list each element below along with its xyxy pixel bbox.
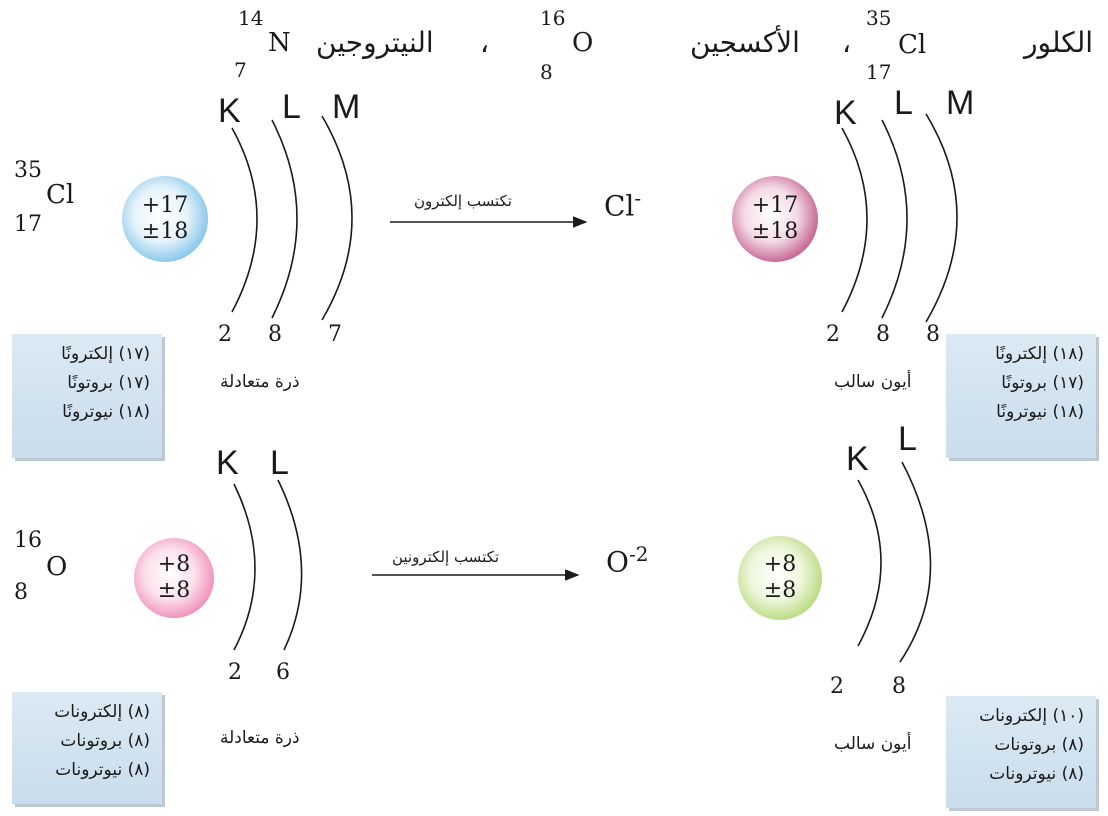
- header-chlorine-mass: 35: [866, 6, 892, 30]
- o-ion-protons: +8: [763, 552, 797, 577]
- cl-ion-shell-k: [841, 127, 868, 313]
- o-atom-neutrons: ±8: [157, 578, 191, 603]
- o-arrow-label: تكتسب إلكترونين: [392, 548, 500, 566]
- o-ion-shell-l: [899, 461, 932, 663]
- header-nitrogen-mass: 14: [238, 6, 264, 30]
- cl-ion-formula-charge: -: [634, 186, 642, 210]
- cl-atom-info-electrons: (١٧) إلكترونًا: [61, 344, 150, 364]
- o-atom-symbol: O: [46, 552, 68, 582]
- cl-atom-electrons-k: 2: [218, 322, 232, 347]
- header-oxygen-number: 8: [540, 60, 553, 84]
- cl-atom-number: 17: [14, 212, 42, 237]
- header-oxygen-name: الأكسجين: [690, 26, 800, 59]
- o-atom-electrons-k: 2: [228, 660, 242, 685]
- cl-atom-electrons-l: 8: [268, 322, 282, 347]
- o-atom-caption: ذرة متعادلة: [220, 728, 300, 748]
- cl-ion-electrons-l: 8: [876, 322, 890, 347]
- cl-ion-info-box: (١٨) إلكترونًا (١٧) بروتونًا (١٨) نيوترو…: [946, 334, 1096, 458]
- cl-atom-shell-label-l: L: [282, 88, 301, 126]
- cl-ion-electrons-k: 2: [826, 322, 840, 347]
- o-ion-caption: أيون سالب: [834, 734, 912, 754]
- o-atom-info-protons: (٨) بروتونات: [60, 731, 150, 751]
- cl-ion-info-protons: (١٧) بروتونًا: [1001, 373, 1084, 393]
- o-atom-shell-k: [233, 483, 256, 651]
- cl-atom-shell-label-m: M: [332, 88, 361, 126]
- cl-atom-shell-label-k: K: [218, 92, 241, 130]
- o-ion-nucleus: +8 ±8: [738, 536, 822, 620]
- o-atom-protons: +8: [157, 552, 191, 577]
- cl-ion-shell-label-k: K: [834, 94, 857, 132]
- o-ion-formula: O-2: [606, 542, 648, 578]
- o-atom-info-electrons: (٨) إلكترونات: [54, 702, 150, 722]
- cl-arrow-label: تكتسب إلكترون: [414, 192, 512, 210]
- cl-ion-shell-label-m: M: [946, 84, 975, 122]
- o-ion-shell-k: [857, 479, 882, 647]
- o-ion-electrons-l: 8: [892, 674, 906, 699]
- cl-ion-info-electrons: (١٨) إلكترونًا: [995, 344, 1084, 364]
- o-atom-electrons-l: 6: [276, 660, 290, 685]
- o-atom-mass: 16: [14, 528, 42, 553]
- cl-ion-neutrons: ±18: [751, 219, 799, 244]
- cl-ion-caption: أيون سالب: [834, 372, 912, 392]
- o-atom-number: 8: [14, 580, 28, 605]
- cl-ion-nucleus: +17 ±18: [732, 176, 818, 262]
- o-ion-neutrons: ±8: [763, 578, 797, 603]
- header-oxygen-mass: 16: [540, 6, 566, 30]
- o-ion-formula-symbol: O: [606, 545, 629, 579]
- cl-ion-shell-m: [925, 113, 958, 323]
- cl-atom-info-protons: (١٧) بروتونًا: [67, 373, 150, 393]
- cl-atom-shell-k: [231, 127, 258, 313]
- o-atom-shell-label-l: L: [270, 444, 289, 482]
- cl-atom-mass: 35: [14, 158, 42, 183]
- o-ion-info-neutrons: (٨) نيوترونات: [989, 764, 1084, 784]
- cl-atom-info-neutrons: (١٨) نيوترونًا: [62, 402, 150, 422]
- cl-ion-protons: +17: [751, 193, 799, 218]
- o-ion-electrons-k: 2: [830, 674, 844, 699]
- header-chlorine-symbol: Cl: [898, 30, 927, 60]
- header-separator-1: ،: [842, 26, 852, 59]
- cl-ion-formula-symbol: Cl: [604, 189, 635, 223]
- cl-ion-formula: Cl-: [604, 186, 641, 222]
- o-atom-nucleus: +8 ±8: [134, 538, 214, 618]
- header-oxygen-symbol: O: [572, 28, 594, 58]
- cl-atom-symbol: Cl: [46, 180, 75, 210]
- cl-atom-protons: +17: [141, 193, 189, 218]
- o-atom-shell-l: [277, 479, 303, 651]
- header-chlorine-name: الكلور: [1024, 26, 1094, 59]
- header-nitrogen-number: 7: [234, 58, 247, 82]
- header-chlorine-number: 17: [866, 60, 892, 84]
- o-ion-info-box: (١٠) إلكترونات (٨) بروتونات (٨) نيوترونا…: [946, 696, 1096, 808]
- o-ion-shell-label-l: L: [898, 420, 917, 458]
- cl-atom-shell-m: [321, 115, 353, 321]
- o-ion-info-protons: (٨) بروتونات: [994, 735, 1084, 755]
- cl-atom-electrons-m: 7: [328, 322, 342, 347]
- o-ion-shell-label-k: K: [846, 440, 869, 478]
- o-atom-info-neutrons: (٨) نيوترونات: [55, 760, 150, 780]
- cl-ion-shell-l: [881, 119, 908, 319]
- header-nitrogen-symbol: N: [268, 28, 291, 58]
- cl-atom-shell-l: [271, 119, 298, 319]
- cl-atom-neutrons: ±18: [141, 219, 189, 244]
- o-ion-info-electrons: (١٠) إلكترونات: [979, 706, 1084, 726]
- cl-atom-caption: ذرة متعادلة: [220, 372, 300, 392]
- cl-atom-info-box: (١٧) إلكترونًا (١٧) بروتونًا (١٨) نيوترو…: [12, 334, 162, 458]
- cl-atom-nucleus: +17 ±18: [122, 176, 208, 262]
- o-atom-shell-label-k: K: [216, 444, 239, 482]
- cl-ion-electrons-m: 8: [926, 322, 940, 347]
- header-separator-2: ،: [480, 26, 490, 59]
- header-nitrogen-name: النيتروجين: [316, 26, 434, 59]
- o-ion-formula-charge: -2: [628, 542, 649, 566]
- cl-ion-shell-label-l: L: [894, 84, 913, 122]
- o-atom-info-box: (٨) إلكترونات (٨) بروتونات (٨) نيوترونات: [12, 692, 162, 804]
- cl-ion-info-neutrons: (١٨) نيوترونًا: [996, 402, 1084, 422]
